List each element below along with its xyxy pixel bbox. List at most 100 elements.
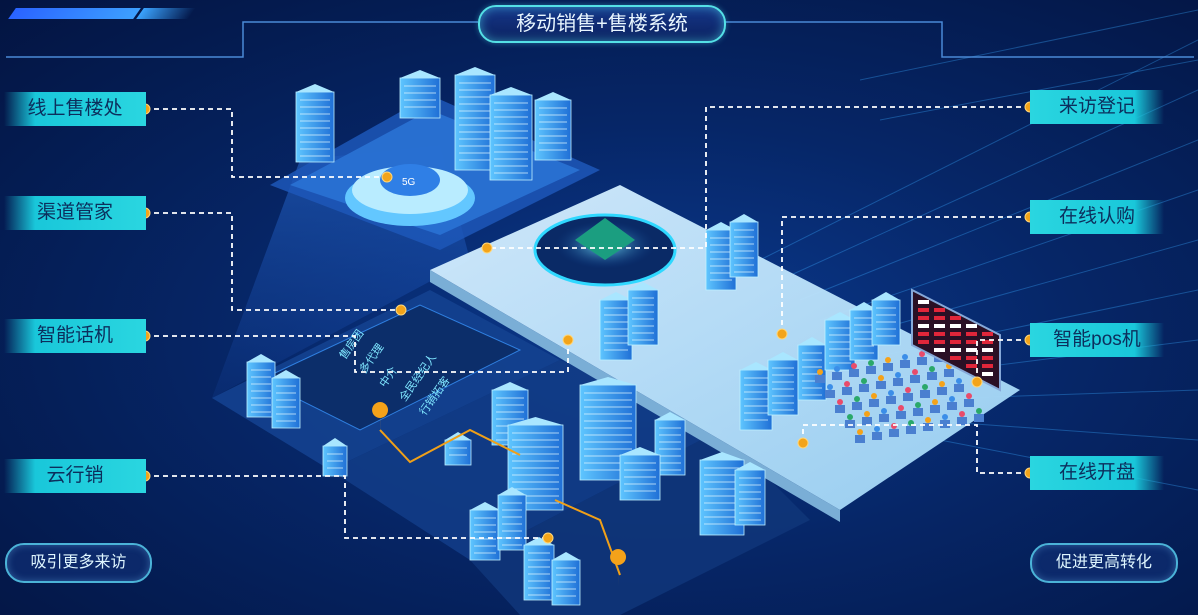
price-board-cell [934, 308, 945, 312]
audience-seat [832, 366, 842, 380]
audience-seat [913, 402, 923, 416]
server-tower [734, 462, 766, 526]
audience-seat [825, 384, 835, 398]
price-board-cell [934, 316, 945, 320]
price-board-cell [982, 356, 993, 360]
label-visitor-registration[interactable]: 来访登记 [1030, 90, 1164, 124]
price-board [911, 288, 1001, 392]
label-online-sales-office[interactable]: 线上售楼处 [4, 92, 146, 126]
server-tower [469, 502, 501, 561]
price-board-cell [918, 324, 929, 328]
price-board-cell [950, 332, 961, 336]
header-deco-bar [8, 8, 141, 19]
price-board-cell [918, 332, 929, 336]
attract-visitors-button[interactable]: 吸引更多来访 [5, 543, 152, 583]
header-frame-lines [6, 21, 1194, 58]
server-tower [454, 67, 496, 171]
label-online-subscription[interactable]: 在线认购 [1030, 200, 1164, 234]
audience-seat [869, 393, 879, 407]
price-board-cell [966, 348, 977, 352]
audience-seat [866, 360, 876, 374]
audience-seat [920, 384, 930, 398]
label-cloud-marketing[interactable]: 云行销 [4, 459, 146, 493]
audience-seat [883, 357, 893, 371]
server-tower [599, 292, 633, 361]
boost-conversion-button[interactable]: 促进更高转化 [1030, 543, 1178, 583]
audience-seat [964, 393, 974, 407]
audience-seat [862, 411, 872, 425]
server-tower [739, 362, 773, 431]
price-board-cell [982, 364, 993, 368]
server-tower [767, 352, 799, 416]
server-tower [627, 282, 659, 346]
price-board-cell [950, 348, 961, 352]
connector-lines [145, 106, 1030, 539]
audience-seat [842, 381, 852, 395]
audience-seat [923, 417, 933, 431]
price-board-cell [966, 356, 977, 360]
server-tower [399, 70, 441, 119]
audience-seat [927, 366, 937, 380]
header-deco-bar-fade [136, 8, 196, 19]
audience-seat [815, 369, 825, 383]
price-board-cell [966, 340, 977, 344]
map-pin-icon [372, 402, 627, 587]
audience-seat [903, 387, 913, 401]
price-board-cell [934, 348, 945, 352]
server-tower [246, 354, 276, 418]
audience-seat [896, 405, 906, 419]
audience-seat [917, 351, 927, 365]
server-tower [729, 214, 759, 278]
audience-seat [937, 381, 947, 395]
label-online-opening[interactable]: 在线开盘 [1030, 456, 1164, 490]
price-board-cell [950, 324, 961, 328]
audience-seat [940, 414, 950, 428]
audience-seat [859, 378, 869, 392]
price-board-cell [934, 324, 945, 328]
audience-seat [872, 426, 882, 440]
label-smart-pos[interactable]: 智能pos机 [1030, 323, 1164, 357]
price-board-cell [966, 332, 977, 336]
audience-seat [845, 414, 855, 428]
central-portal [533, 213, 677, 287]
price-board-cell [982, 340, 993, 344]
price-board-cell [950, 356, 961, 360]
audience-seat [855, 429, 865, 443]
audience-seat [876, 375, 886, 389]
audience-seat [852, 396, 862, 410]
server-tower [322, 438, 348, 477]
price-board-cell [918, 340, 929, 344]
price-board-cell [966, 364, 977, 368]
audience-seat [886, 390, 896, 404]
price-board-cell [982, 348, 993, 352]
server-tower [271, 370, 301, 429]
price-board-cell [918, 316, 929, 320]
audience-seat [930, 399, 940, 413]
server-tower [551, 552, 581, 606]
price-board-cell [934, 340, 945, 344]
server-tower [295, 84, 335, 163]
audience-seat [910, 369, 920, 383]
cloud-badge: 5G [402, 177, 416, 188]
price-board-cell [982, 332, 993, 336]
label-smart-call-machine[interactable]: 智能话机 [4, 319, 146, 353]
price-board-cell [982, 372, 993, 376]
server-tower [534, 92, 572, 161]
label-channel-manager[interactable]: 渠道管家 [4, 196, 146, 230]
audience-seat [849, 363, 859, 377]
audience-seat [879, 408, 889, 422]
price-board-cell [950, 316, 961, 320]
page-title: 移动销售+售楼系统 [478, 5, 726, 43]
audience-seat [835, 399, 845, 413]
server-tower [523, 537, 555, 601]
audience-seat [957, 411, 967, 425]
audience-seat [893, 372, 903, 386]
audience-seat [900, 354, 910, 368]
price-board-cell [950, 340, 961, 344]
server-tower [871, 292, 901, 346]
price-board-cell [934, 332, 945, 336]
price-board-cell [918, 300, 929, 304]
server-tower [489, 87, 533, 181]
server-tower [497, 487, 527, 551]
